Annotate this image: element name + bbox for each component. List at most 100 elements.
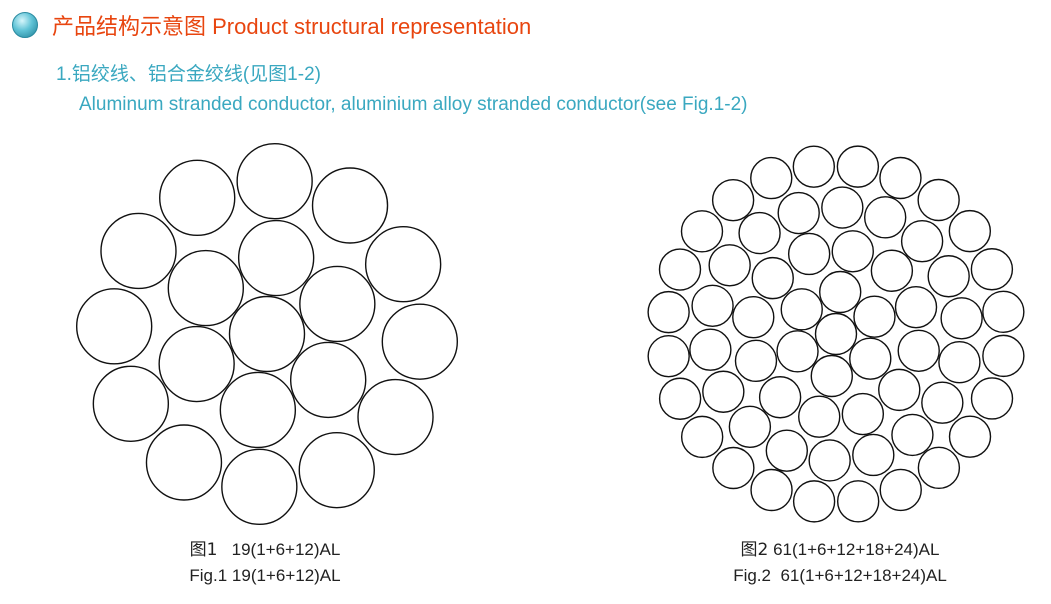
fig2-wire-layer3-16 [738, 211, 781, 255]
fig2-wire-layer4-17 [647, 334, 690, 378]
figure-1-label-en: Fig.1 [189, 566, 228, 585]
fig1-wire-layer1-2 [290, 341, 367, 419]
fig2-wire-layer3-17 [777, 191, 820, 235]
fig2-wire-layer4-5 [982, 290, 1025, 334]
fig2-wire-layer4-6 [982, 334, 1025, 378]
figure-2-caption-cn: 图2 61(1+6+12+18+24)AL [700, 537, 980, 563]
figure-1-formula-en: 19(1+6+12)AL [231, 566, 341, 585]
fig2-wire-layer4-14 [712, 446, 755, 490]
fig2-wire-layer2-9 [732, 296, 775, 339]
fig1-wire-layer2-5 [298, 431, 375, 509]
figure-2-formula-en: 61(1+6+12+18+24)AL [780, 566, 947, 585]
fig2-wire-layer3-11 [728, 405, 772, 448]
fig2-wire-layer3-0 [821, 186, 864, 229]
fig2-wire-layer2-2 [894, 285, 938, 329]
figure-2-diagram [647, 145, 1025, 523]
fig2-wire-layer4-18 [647, 290, 690, 334]
fig1-wire-layer1-3 [219, 371, 297, 449]
fig2-wire-layer4-4 [970, 248, 1014, 291]
fig2-wire-layer3-9 [808, 439, 851, 482]
fig2-wire-layer4-23 [792, 145, 836, 188]
fig1-wire-layer2-8 [92, 365, 170, 442]
fig2-wire-layer1-3 [810, 354, 853, 398]
fig2-wire-layer3-1 [863, 196, 907, 239]
fig2-wire-layer3-6 [921, 381, 964, 424]
fig2-wire-layer4-21 [711, 178, 755, 222]
fig2-wire-layer4-9 [917, 446, 961, 490]
section-heading: 产品结构示意图 Product structural representatio… [12, 10, 531, 40]
fig1-wire-layer2-10 [100, 212, 177, 290]
fig1-wire-layer1-5 [167, 249, 245, 327]
fig2-wire-layer4-8 [948, 415, 992, 458]
figure-2-label-en: Fig.2 [733, 566, 771, 585]
fig2-wire-layer3-14 [691, 284, 734, 328]
figure-1-label-cn: 图1 [189, 540, 218, 560]
fig1-wire-layer1-0 [237, 219, 315, 297]
figure-1-diagram [75, 142, 459, 526]
fig2-wire-layer2-0 [831, 230, 874, 273]
fig2-wire-layer0-0 [814, 312, 858, 356]
fig2-wire-layer3-5 [938, 340, 981, 384]
figure-1-caption-cn: 图1 19(1+6+12)AL [160, 537, 370, 563]
figure-1-caption-en: Fig.1 19(1+6+12)AL [160, 563, 370, 588]
fig2-wire-layer3-12 [702, 370, 745, 413]
figure-2-formula-cn: 61(1+6+12+18+24)AL [773, 540, 940, 559]
fig1-wire-layer2-0 [236, 142, 313, 220]
figure-2-caption: 图2 61(1+6+12+18+24)AL Fig.2 61(1+6+12+18… [700, 537, 980, 588]
fig2-wire-layer3-10 [765, 429, 809, 472]
fig2-wire-layer3-8 [852, 433, 895, 477]
fig2-wire-layer4-13 [750, 468, 793, 512]
fig2-wire-layer4-16 [658, 377, 702, 420]
fig2-wire-layer1-2 [849, 337, 892, 380]
fig1-wire-layer2-4 [357, 378, 434, 456]
sphere-bullet-icon [12, 12, 38, 38]
fig2-wire-layer2-3 [897, 329, 940, 372]
figure-2-label-cn: 图2 [740, 540, 769, 560]
figure-1-caption: 图1 19(1+6+12)AL Fig.1 19(1+6+12)AL [160, 537, 370, 588]
fig2-wire-layer4-2 [917, 178, 960, 222]
fig2-wire-layer2-11 [787, 232, 831, 276]
fig2-wire-layer3-3 [927, 255, 970, 298]
fig2-wire-layer2-7 [758, 376, 802, 419]
fig2-wire-layer4-12 [792, 480, 836, 523]
fig2-wire-layer1-5 [780, 288, 823, 331]
fig2-wire-layer4-3 [948, 209, 992, 253]
fig1-wire-layer2-6 [221, 448, 298, 526]
fig2-wire-layer4-0 [836, 145, 880, 188]
section-title-cn: 1.铝绞线、铝合金绞线(见图1-2) [56, 64, 321, 85]
fig1-wire-layer2-2 [364, 226, 442, 303]
fig2-wire-layer2-5 [841, 392, 885, 436]
fig2-wire-layer4-11 [836, 480, 880, 523]
fig2-wire-layer4-22 [750, 156, 793, 200]
fig2-wire-layer1-0 [819, 270, 862, 314]
fig2-wire-layer2-10 [751, 256, 794, 300]
fig2-wire-layer4-7 [970, 377, 1014, 420]
fig2-wire-layer4-20 [680, 210, 724, 253]
figure-1-formula-cn: 19(1+6+12)AL [231, 540, 341, 559]
fig2-wire-layer3-7 [891, 413, 934, 457]
fig2-wire-layer4-10 [879, 468, 922, 512]
heading-title: 产品结构示意图 Product structural representatio… [52, 14, 532, 39]
fig2-wire-layer2-6 [798, 395, 841, 438]
fig2-wire-layer4-19 [658, 248, 702, 291]
fig2-wire-layer3-13 [689, 328, 732, 371]
fig1-wire-layer1-4 [158, 325, 235, 403]
fig2-wire-layer2-1 [870, 249, 914, 292]
fig2-wire-layer3-4 [940, 297, 983, 340]
fig2-wire-layer1-4 [776, 330, 819, 373]
fig1-wire-layer2-7 [145, 424, 223, 501]
fig2-wire-layer4-15 [680, 415, 724, 459]
fig2-wire-layer1-1 [853, 295, 896, 338]
figure-2-caption-en: Fig.2 61(1+6+12+18+24)AL [700, 563, 980, 588]
fig1-wire-layer2-11 [159, 159, 236, 237]
fig1-wire-layer2-3 [381, 303, 459, 380]
fig1-wire-layer0-0 [228, 295, 306, 373]
fig2-wire-layer2-8 [734, 339, 778, 383]
fig1-wire-layer2-9 [75, 288, 153, 365]
fig2-wire-layer3-15 [708, 244, 751, 287]
fig2-wire-layer4-1 [879, 156, 922, 200]
fig2-wire-layer2-4 [878, 368, 921, 412]
fig2-wire-layer3-2 [900, 220, 944, 263]
fig1-wire-layer2-1 [311, 167, 389, 244]
section-title-en: Aluminum stranded conductor, aluminium a… [79, 94, 748, 115]
